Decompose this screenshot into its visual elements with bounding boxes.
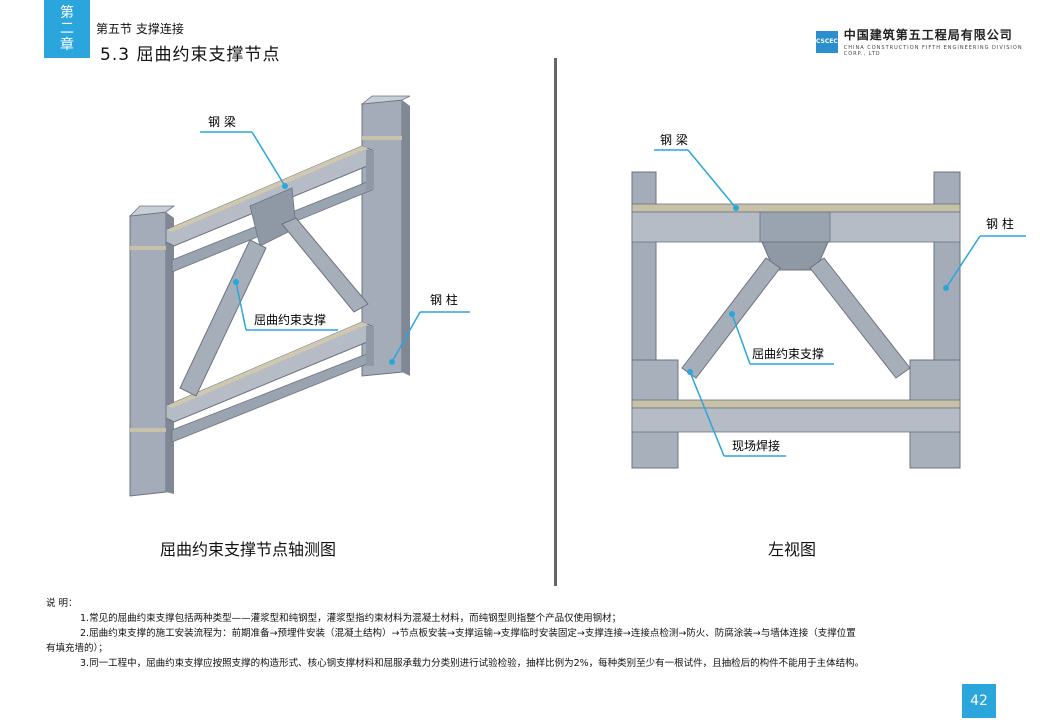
chapter-char: 章 (60, 37, 74, 53)
chapter-char: 第 (60, 5, 74, 21)
label-field-weld: 现场焊接 (732, 438, 780, 453)
left-view-labels: 钢 梁 钢 柱 屈曲约束支撑 现场焊接 (654, 132, 1026, 457)
caption-left-view: 左视图 (768, 540, 817, 559)
notes-heading: 说 明： (46, 598, 78, 609)
center-divider (554, 58, 557, 586)
label-steel-beam-right: 钢 梁 (660, 132, 688, 147)
section-label: 第五节 支撑连接 (96, 22, 184, 36)
label-brb-right: 屈曲约束支撑 (752, 346, 824, 361)
caption-axonometric: 屈曲约束支撑节点轴测图 (160, 540, 337, 559)
label-steel-column: 钢 柱 (430, 292, 458, 307)
chapter-tab: 第 二 章 (44, 0, 90, 58)
note-item: 1.常见的屈曲约束支撑包括两种类型——灌浆型和纯钢型，灌浆型指约束材料为混凝土材… (80, 613, 622, 624)
axonometric-labels: 钢 梁 钢 柱 屈曲约束支撑 (200, 114, 470, 365)
logo-mark-icon: CSCEC (816, 30, 838, 53)
label-steel-column-right: 钢 柱 (986, 216, 1014, 231)
notes-section: 说 明： 1.常见的屈曲约束支撑包括两种类型——灌浆型和纯钢型，灌浆型指约束材料… (46, 596, 986, 671)
page-number: 42 (962, 684, 996, 718)
note-item: 有填充墙的）； (46, 643, 108, 654)
company-name-en: CHINA CONSTRUCTION FIFTH ENGINEERING DIV… (843, 45, 1023, 57)
note-item: 2.屈曲约束支撑的施工安装流程为：前期准备→预埋件安装（混凝土结构）→节点板安装… (80, 628, 856, 639)
page-title: 5.3 屈曲约束支撑节点 (100, 45, 281, 65)
company-logo: CSCEC 中国建筑第五工程局有限公司 CHINA CONSTRUCTION F… (816, 26, 1040, 57)
chapter-char: 二 (60, 21, 74, 37)
left-view-figure (631, 171, 961, 469)
label-steel-beam: 钢 梁 (208, 114, 236, 129)
label-brb: 屈曲约束支撑 (254, 312, 326, 327)
company-name-cn: 中国建筑第五工程局有限公司 (843, 28, 1013, 42)
axonometric-figure (128, 95, 411, 497)
note-item: 3.同一工程中，屈曲约束支撑应按照支撑的构造形式、核心钢支撑材料和屈服承载力分类… (80, 658, 865, 669)
